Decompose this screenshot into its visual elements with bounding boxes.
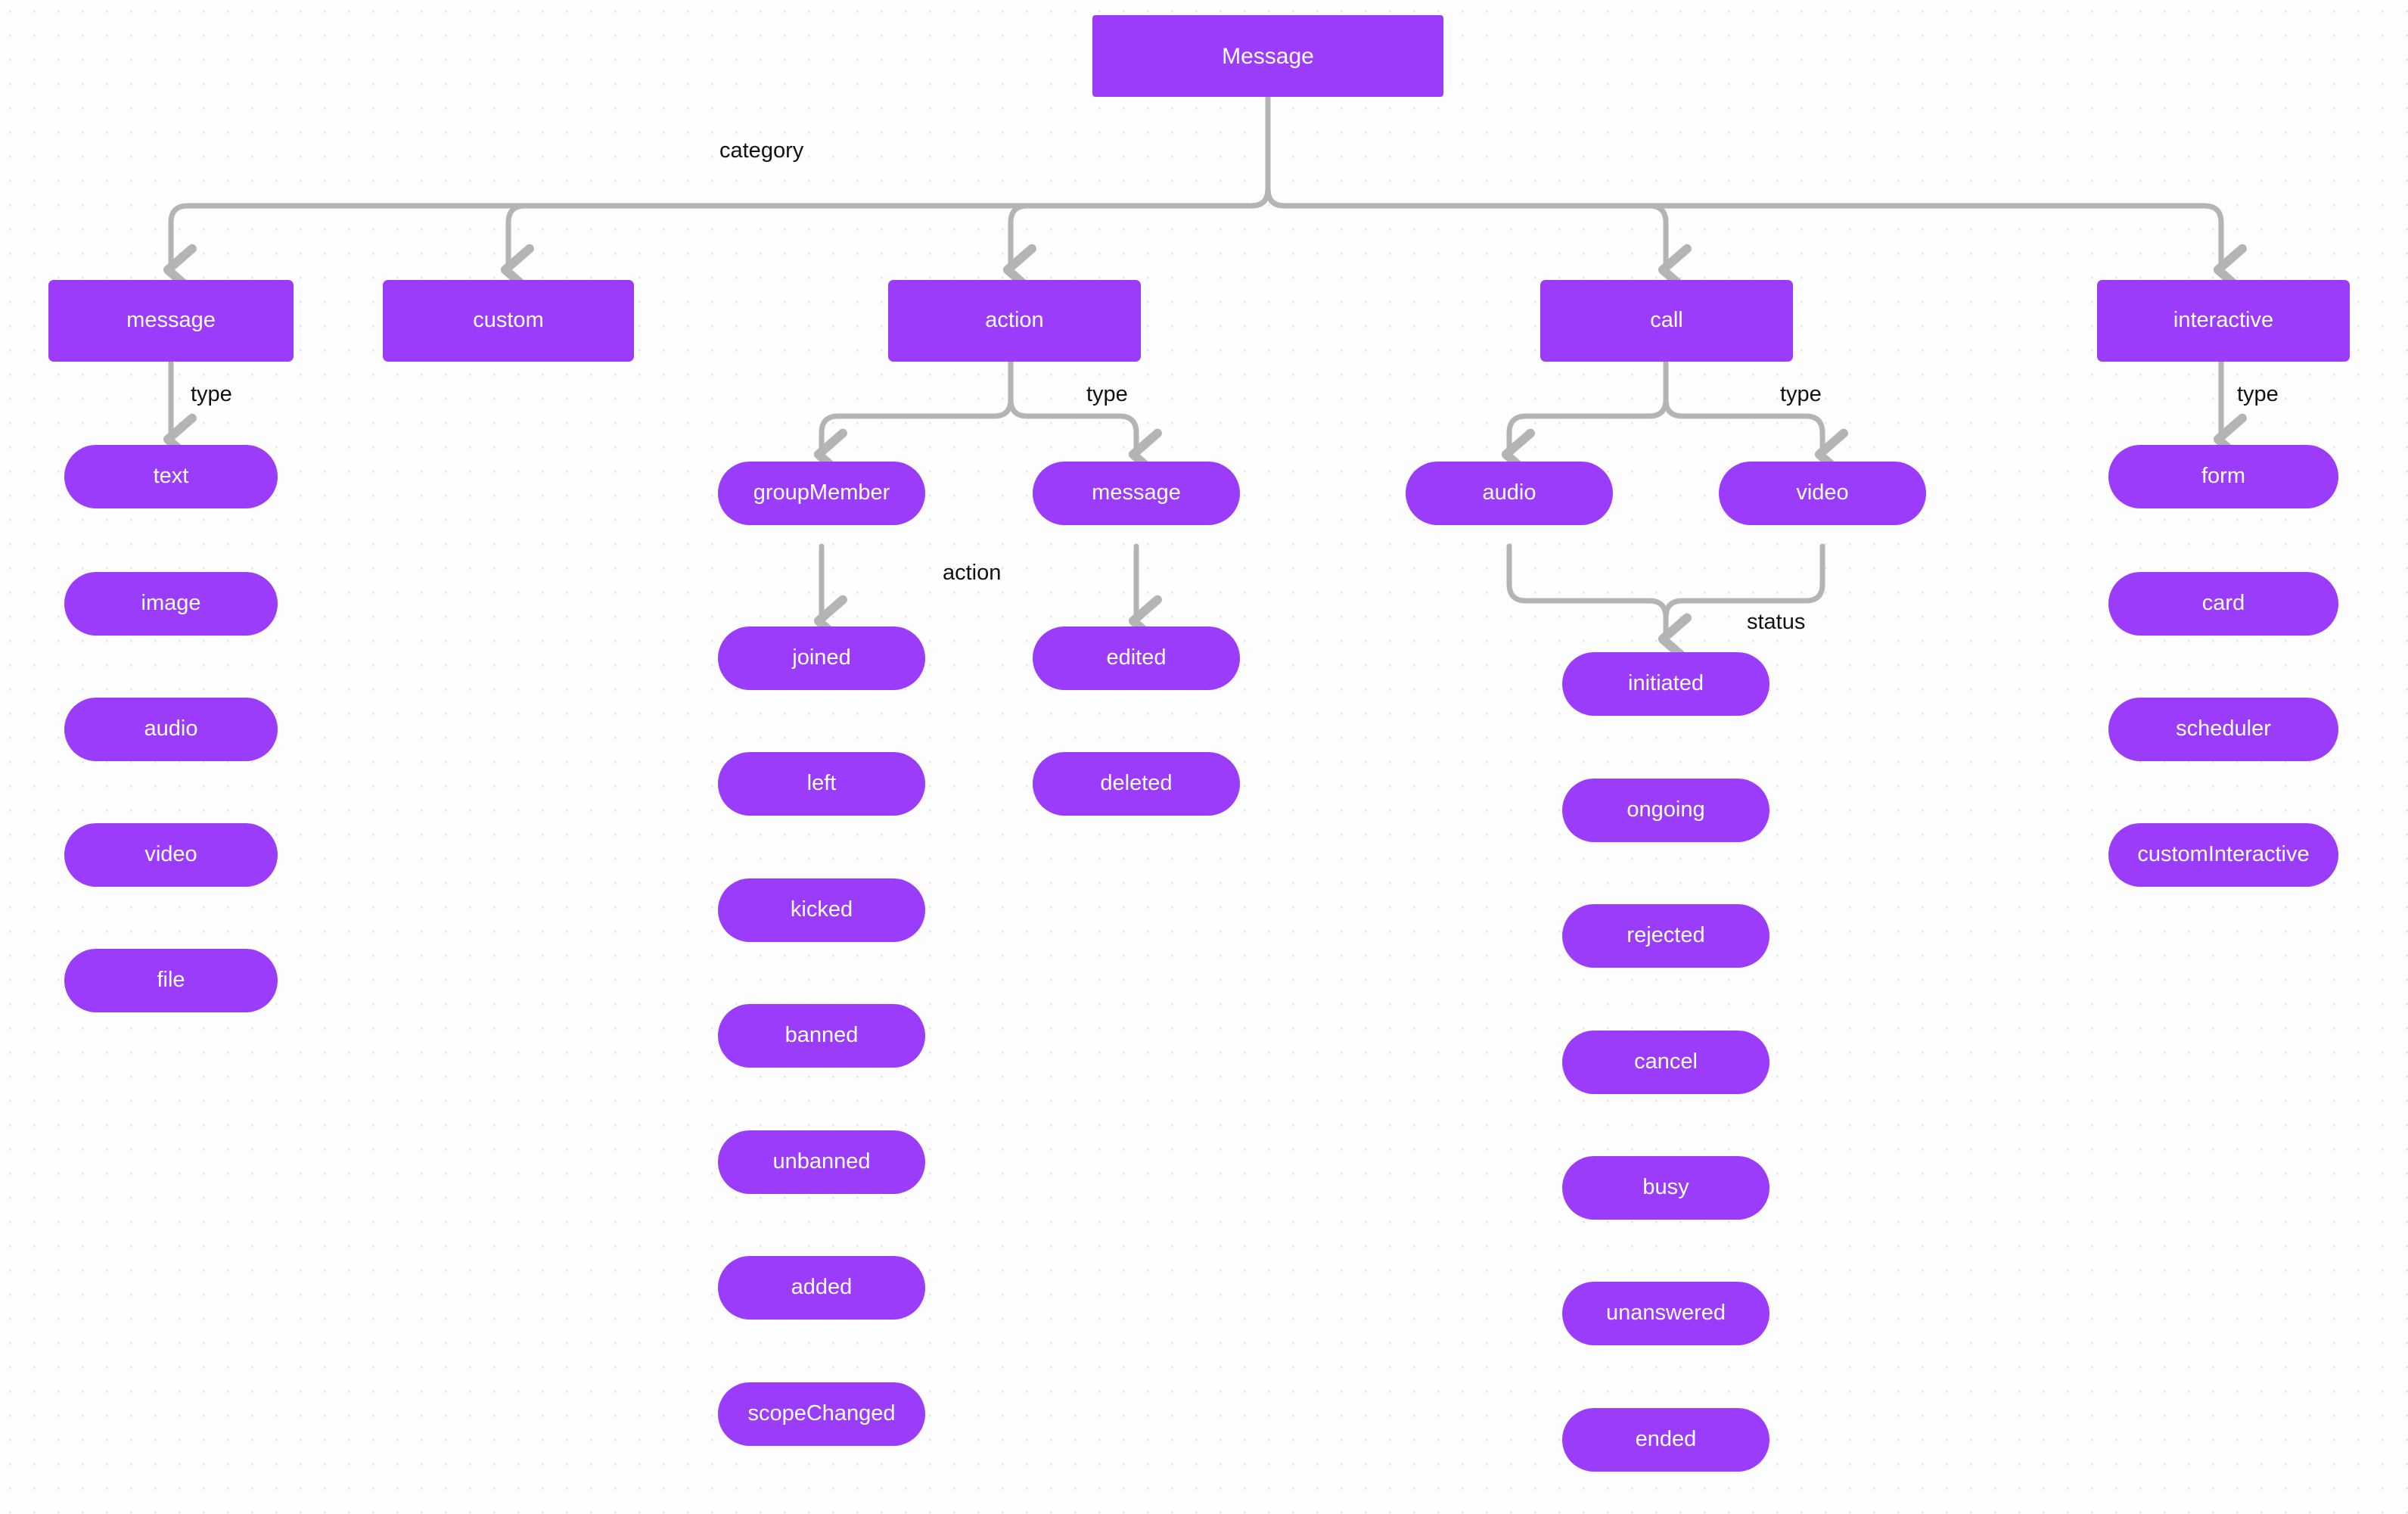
node-groupmember-action-scopechanged[interactable]: scopeChanged [718,1382,925,1446]
node-interactive-type-card[interactable]: card [2108,572,2338,636]
node-label: cancel [1634,1049,1698,1074]
node-call-status-rejected[interactable]: rejected [1562,904,1769,968]
edge-label-action-groupmember: action [943,561,1002,585]
edge-label-type-interactive: type [2237,382,2279,406]
node-label: unanswered [1606,1301,1726,1326]
node-label: Message [1222,43,1314,69]
node-label: banned [785,1023,859,1048]
node-message-type-text[interactable]: text [64,445,278,508]
node-message-action-deleted[interactable]: deleted [1033,752,1240,816]
edge-call-to-video [1663,359,1848,480]
node-label: form [2201,464,2245,489]
node-message-type-audio[interactable]: audio [64,698,278,761]
node-message-type-video[interactable]: video [64,823,278,887]
edge-audio-to-initiated [1506,543,1692,665]
node-category-custom[interactable]: custom [383,280,634,362]
node-category-message[interactable]: message [48,280,294,362]
edge-message-to-action [1002,94,1271,296]
node-label: groupMember [753,480,890,505]
node-root-message[interactable]: Message [1092,15,1443,97]
edge-message-to-call [1265,94,1692,296]
node-label: call [1650,308,1683,333]
node-label: deleted [1100,771,1173,796]
node-call-status-ongoing[interactable]: ongoing [1562,779,1769,842]
edge-call-to-audio [1501,359,1669,480]
node-label: custom [473,308,544,333]
node-message-type-image[interactable]: image [64,572,278,636]
node-label: initiated [1628,671,1704,696]
node-label: ended [1635,1427,1697,1452]
edge-label-category: category [719,138,804,163]
node-call-status-busy[interactable]: busy [1562,1156,1769,1220]
node-action-type-groupmember[interactable]: groupMember [718,462,925,525]
node-interactive-type-custominteractive[interactable]: customInteractive [2108,823,2338,887]
node-label: rejected [1627,923,1705,948]
node-call-type-video[interactable]: video [1719,462,1926,525]
node-label: audio [1482,480,1536,505]
node-groupmember-action-added[interactable]: added [718,1256,925,1320]
edge-action-to-messageaction [1008,359,1162,480]
node-label: unbanned [772,1149,871,1174]
node-category-call[interactable]: call [1540,280,1793,362]
node-call-type-audio[interactable]: audio [1406,462,1613,525]
node-label: card [2201,591,2245,616]
node-label: busy [1642,1175,1689,1200]
node-label: file [157,968,185,993]
node-message-action-edited[interactable]: edited [1033,626,1240,690]
node-label: video [1796,480,1849,505]
node-action-type-message[interactable]: message [1033,462,1240,525]
node-label: text [153,464,189,489]
edge-label-type-call: type [1780,382,1822,406]
node-groupmember-action-joined[interactable]: joined [718,626,925,690]
node-groupmember-action-banned[interactable]: banned [718,1004,925,1068]
node-label: message [126,308,216,333]
node-label: image [141,591,201,616]
node-label: edited [1106,645,1167,670]
node-groupmember-action-left[interactable]: left [718,752,925,816]
node-label: action [985,308,1044,333]
node-label: customInteractive [2137,842,2310,867]
node-call-status-cancel[interactable]: cancel [1562,1031,1769,1094]
node-label: message [1092,480,1181,505]
edge-message-to-custom [500,94,1271,296]
node-label: video [144,842,197,867]
node-groupmember-action-unbanned[interactable]: unbanned [718,1130,925,1194]
node-category-interactive[interactable]: interactive [2097,280,2350,362]
node-label: interactive [2173,308,2274,333]
node-label: ongoing [1627,797,1705,822]
node-label: scheduler [2176,717,2271,741]
node-label: kicked [790,897,853,922]
node-label: left [806,771,837,796]
node-label: joined [792,645,851,670]
node-call-status-ended[interactable]: ended [1562,1408,1769,1472]
node-call-status-initiated[interactable]: initiated [1562,652,1769,716]
edge-message-to-message [163,94,1271,296]
node-call-status-unanswered[interactable]: unanswered [1562,1282,1769,1345]
edge-label-status-call: status [1747,610,1806,634]
node-interactive-type-scheduler[interactable]: scheduler [2108,698,2338,761]
edge-label-type-action: type [1086,382,1128,406]
node-groupmember-action-kicked[interactable]: kicked [718,878,925,942]
node-category-action[interactable]: action [888,280,1141,362]
edge-label-type-message: type [191,382,232,406]
edge-message-to-interactive [1265,94,2247,296]
node-label: added [791,1275,853,1300]
node-label: scopeChanged [747,1401,896,1426]
edge-action-to-groupmember [813,359,1014,480]
node-message-type-file[interactable]: file [64,949,278,1012]
node-interactive-type-form[interactable]: form [2108,445,2338,508]
node-label: audio [144,717,198,741]
